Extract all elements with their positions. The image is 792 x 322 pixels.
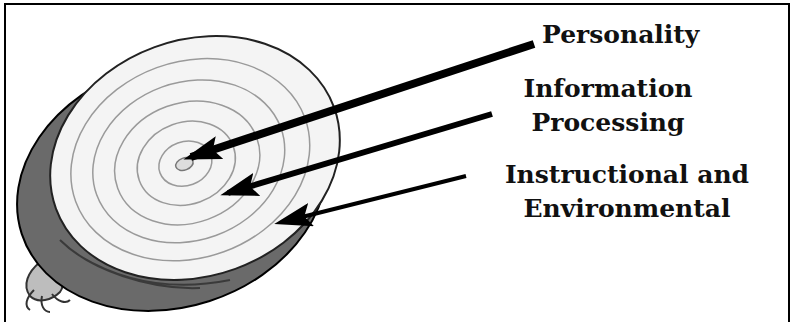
layer-label: Personality (542, 18, 782, 52)
leader-arrow (282, 176, 466, 222)
leader-arrow (191, 44, 534, 157)
layer-label: Information Processing (488, 72, 728, 140)
layer-label: Instructional and Environmental (468, 158, 786, 226)
